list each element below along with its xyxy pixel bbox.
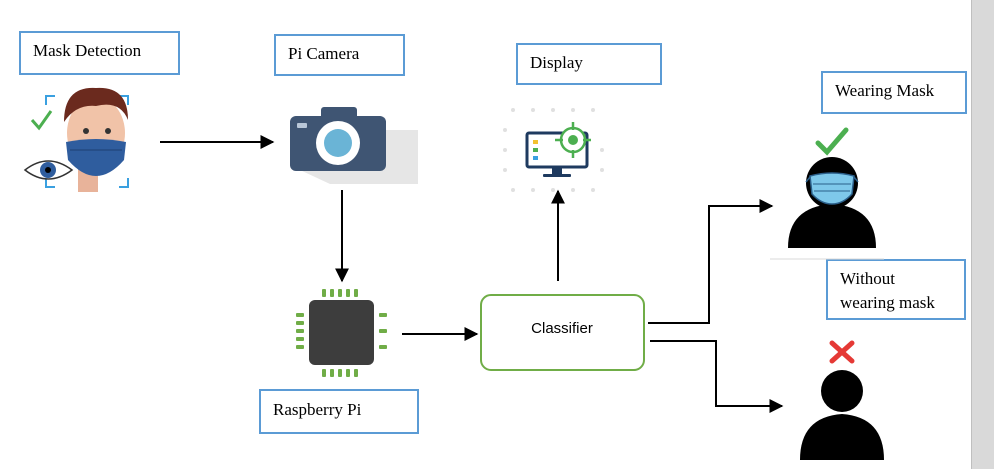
wearing-mask-label: Wearing Mask bbox=[835, 81, 935, 100]
raspberry-pi-label: Raspberry Pi bbox=[273, 400, 362, 419]
without-mask-label-line1: Without bbox=[840, 269, 896, 288]
eye-icon bbox=[23, 160, 74, 180]
person-with-mask-icon bbox=[788, 157, 876, 248]
arrow-classifier-to-wearing bbox=[648, 199, 774, 324]
mask-detection-box: Mask Detection bbox=[19, 31, 180, 75]
classifier-box bbox=[480, 294, 645, 371]
display-label: Display bbox=[530, 53, 583, 72]
display-box: Display bbox=[516, 43, 662, 85]
pi-camera-box: Pi Camera bbox=[274, 34, 405, 76]
monitor-target-icon bbox=[503, 108, 604, 192]
classifier-label: Classifier bbox=[531, 320, 593, 337]
page-edge bbox=[971, 0, 994, 469]
mask-detection-label: Mask Detection bbox=[33, 41, 142, 60]
arrow-classifier-to-without bbox=[650, 340, 784, 413]
masked-face-icon bbox=[45, 87, 129, 192]
check-icon bbox=[815, 127, 849, 156]
person-icon bbox=[800, 370, 884, 460]
wearing-mask-box: Wearing Mask bbox=[821, 71, 967, 114]
processor-chip-icon bbox=[296, 289, 387, 377]
without-mask-label-line2: wearing mask bbox=[840, 293, 935, 312]
check-icon bbox=[30, 110, 53, 131]
cross-icon bbox=[829, 340, 855, 364]
camera-icon bbox=[290, 107, 418, 184]
raspberry-pi-box: Raspberry Pi bbox=[259, 389, 419, 434]
without-mask-box: Without wearing mask bbox=[826, 259, 966, 320]
pi-camera-label: Pi Camera bbox=[288, 44, 360, 63]
